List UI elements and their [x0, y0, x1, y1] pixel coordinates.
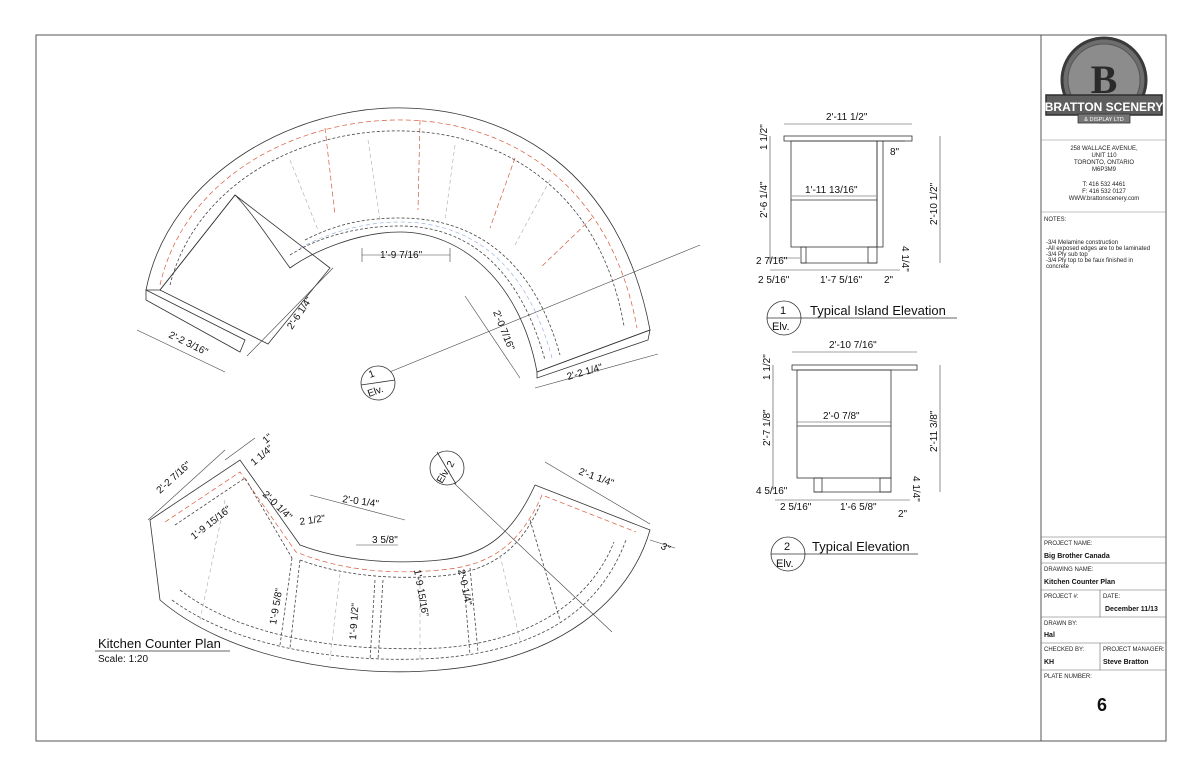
elev2-dim-inner: 2'-0 7/8" [823, 411, 860, 422]
plate-number: 6 [1097, 695, 1107, 715]
plan-marker-2-number: 2 [445, 459, 458, 470]
dim-top-inner: 1'-9 7/16" [380, 250, 423, 261]
elev1-dim-toe: 2 7/16" [756, 256, 788, 267]
plan-elevation-marker-1: 1 Elv. [360, 365, 396, 401]
elev2-dim-left: 2 5/16" [780, 502, 812, 513]
note-2: -All exposed edges are to be laminated [1046, 246, 1150, 252]
drawn-by: Hal [1044, 632, 1055, 639]
elev2-dim-height: 2'-7 1/8" [762, 409, 773, 446]
checked-by-label: CHECKED BY: [1044, 647, 1085, 653]
plan-marker-1-number: 1 [367, 368, 376, 380]
plate-number-label: PLATE NUMBER: [1044, 674, 1092, 680]
counter-plan-top [145, 107, 701, 379]
elev1-dim-height: 2'-6 1/4" [759, 181, 770, 218]
dim-left-end: 2'-2 3/16" [167, 330, 210, 359]
elev1-dim-mid: 1'-7 5/16" [820, 275, 863, 286]
drawing-name-label: DRAWING NAME: [1044, 567, 1094, 573]
logo-sub: & DISPLAY LTD [1084, 117, 1123, 123]
plan-marker-1-tag: Elv. [366, 384, 385, 400]
note-5: concrete [1046, 264, 1070, 270]
elev2-dim-top: 1 1/2" [762, 354, 773, 380]
plan-title: Kitchen Counter Plan [98, 636, 221, 651]
dim-b-h: 1'-9 15/16" [411, 569, 430, 618]
project-name: Big Brother Canada [1044, 553, 1110, 560]
sheet-border [35, 34, 1167, 742]
project-manager-label: PROJECT MANAGER: [1103, 647, 1165, 653]
elevation-1-dimension-lines [769, 123, 941, 271]
elev1-dim-overall: 2'-10 1/2" [929, 182, 940, 225]
elev1-dim-side: 8" [890, 147, 900, 158]
notes-label: NOTES: [1044, 217, 1067, 223]
elev1-dim-kick: 4 1/4" [899, 246, 910, 272]
company-web: WWW.brattonscenery.com [1069, 196, 1140, 202]
note-3: -3/4 Ply sub top [1046, 252, 1088, 258]
drawing-name: Kitchen Counter Plan [1044, 579, 1115, 586]
dim-b-e: 3 5/8" [372, 535, 398, 546]
elev1-marker-tag: Elv. [772, 321, 790, 333]
project-manager: Steve Bratton [1103, 659, 1149, 666]
company-logo: B BRATTON SCENERY & DISPLAY LTD [1045, 36, 1163, 124]
dim-b-c: 2'-0 1/4" [342, 494, 380, 510]
plan-bottom-dimension-lines [147, 437, 676, 549]
plan-scale: Scale: 1:20 [98, 654, 148, 665]
dim-b-g: 1'-9 1/2" [348, 602, 362, 640]
project-name-label: PROJECT NAME: [1044, 541, 1093, 547]
company-phone: T: 416 532 4461 [1082, 182, 1126, 188]
company-address-1: 258 WALLACE AVENUE, [1070, 146, 1138, 152]
company-address-4: M6P3M9 [1092, 167, 1117, 173]
elev2-dim-kick: 4 1/4" [910, 476, 921, 502]
elev1-marker-number: 1 [780, 305, 786, 317]
dim-b-end: 2'-2 7/16" [155, 460, 194, 497]
company-address-2: UNIT 110 [1091, 153, 1117, 159]
elevation-2-drawing [791, 364, 918, 493]
project-number-label: PROJECT #: [1044, 594, 1079, 600]
dim-b-m: 1 1/4" [249, 443, 276, 468]
elev2-dim-right: 2" [898, 509, 908, 520]
note-1: -3/4 Melamine construction [1046, 240, 1118, 246]
dim-b-f: 1'-9 5/8" [268, 587, 285, 625]
elev2-dim-width: 2'-10 7/16" [829, 340, 877, 351]
logo-name: BRATTON SCENERY [1045, 100, 1163, 114]
elevation-1-drawing [783, 135, 913, 264]
drawn-by-label: DRAWN BY: [1044, 621, 1078, 627]
plan-elevation-marker-2: 2 Elv. [429, 450, 465, 486]
elev1-dim-top: 1 1/2" [759, 124, 770, 150]
elev1-dim-width: 2'-11 1/2" [826, 112, 868, 123]
elev1-dim-inner: 1'-11 13/16" [805, 185, 858, 196]
checked-by: KH [1044, 659, 1054, 666]
note-4: -3/4 Ply top to be faux finished in [1046, 258, 1133, 264]
dim-b-j: 2'-1 1/4" [577, 466, 616, 489]
dim-b-a: 1'-9 15/16" [189, 504, 234, 542]
dim-left-depth: 2'-6 1/4" [285, 295, 315, 332]
elev2-dim-toe: 4 5/16" [756, 486, 788, 497]
elevation-2-marker: 2 Elv. [770, 536, 806, 572]
company-address-3: TORONTO, ONTARIO [1074, 160, 1134, 166]
dim-right-depth: 2'-0 7/16" [490, 309, 516, 353]
dim-b-b: 2'-0 1/4" [260, 489, 294, 523]
elev2-marker-tag: Elv. [776, 558, 794, 570]
dim-right-end: 2'-2 1/4" [566, 362, 605, 383]
elev2-marker-number: 2 [784, 541, 790, 553]
plan-top-dimension-lines [136, 248, 659, 389]
title-block-grid [1041, 536, 1166, 671]
elevation-2-dimension-lines [772, 351, 941, 501]
dim-b-d: 2 1/2" [299, 513, 327, 528]
elev1-dim-left: 2 5/16" [758, 275, 790, 286]
date-value: December 11/13 [1105, 606, 1158, 613]
elev2-dim-overall: 2'-11 3/8" [929, 410, 940, 452]
elev2-dim-mid: 1'-6 5/8" [840, 502, 877, 513]
company-fax: F: 416 532 0127 [1082, 189, 1126, 195]
elevation-1-marker: 1 Elv. [766, 300, 802, 336]
elev1-title: Typical Island Elevation [810, 303, 946, 318]
date-label: DATE: [1103, 594, 1121, 600]
counter-plan-bottom [149, 459, 651, 673]
elev1-dim-right: 2" [884, 275, 894, 286]
elev2-title: Typical Elevation [812, 539, 910, 554]
